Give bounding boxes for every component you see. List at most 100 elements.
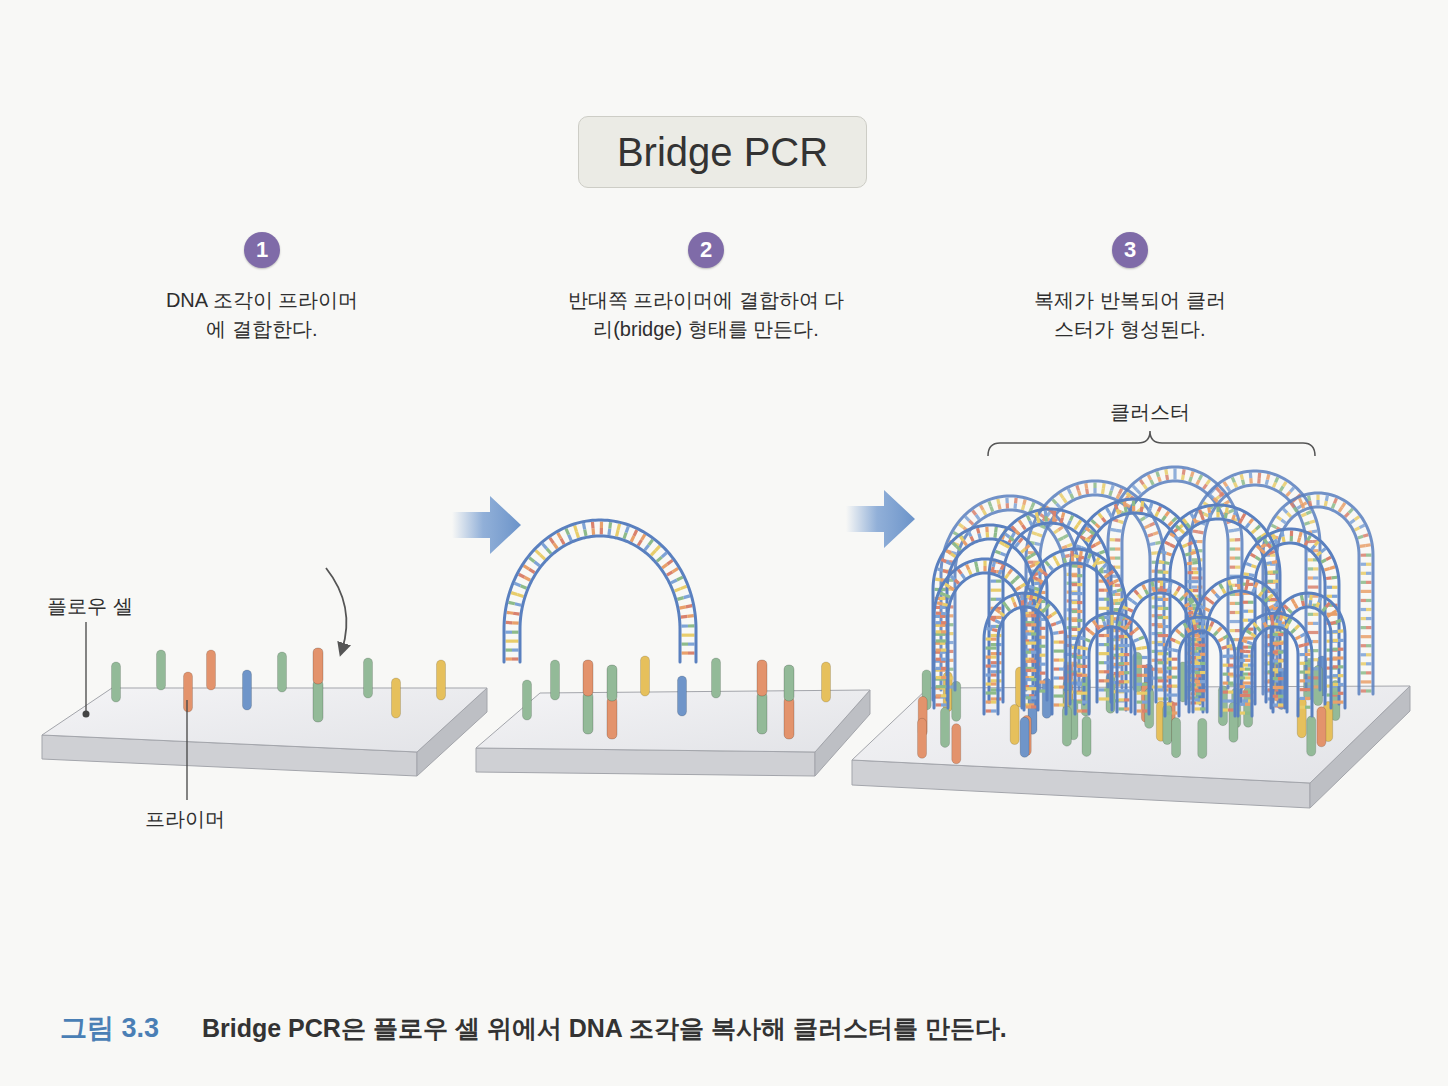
base-pair: [1300, 532, 1301, 537]
base-pair: [1104, 679, 1110, 682]
base-pair: [936, 621, 942, 624]
base-pair: [1255, 557, 1260, 560]
base-pair: [1021, 584, 1026, 587]
base-pair: [1031, 651, 1037, 654]
base-pair: [1119, 672, 1125, 675]
base-pair: [1077, 583, 1083, 586]
base-pair: [1119, 663, 1125, 666]
base-pair: [1077, 610, 1083, 613]
base-pair: [618, 524, 620, 530]
base-pair: [1200, 653, 1206, 656]
base-pair: [1332, 675, 1338, 678]
base-pair: [991, 697, 997, 700]
base-pair: [996, 570, 1001, 574]
base-pair: [998, 499, 999, 504]
base-pair: [1196, 683, 1202, 686]
base-pair: [554, 543, 558, 548]
base-pair: [1257, 478, 1261, 483]
base-pair: [1157, 641, 1163, 644]
base-pair: [1151, 551, 1156, 555]
dna-ladder: [1165, 617, 1235, 716]
base-pair: [1180, 529, 1184, 533]
base-pair: [1119, 690, 1125, 693]
base-pair: [1031, 641, 1037, 644]
base-pair: [1163, 598, 1169, 601]
base-pair: [1195, 689, 1201, 692]
base-pair: [1142, 709, 1148, 712]
base-pair: [1366, 617, 1372, 620]
base-pair: [524, 566, 529, 570]
base-pair: [1205, 597, 1209, 600]
base-pair: [1332, 576, 1337, 580]
base-pair: [1013, 503, 1017, 508]
dna-backbone: [1285, 607, 1331, 708]
base-pair: [1079, 551, 1083, 556]
base-pair: [1156, 512, 1158, 517]
base-pair: [1246, 585, 1247, 590]
base-pair: [1278, 659, 1284, 662]
base-pair: [529, 569, 534, 573]
base-pair: [1269, 606, 1274, 609]
base-pair: [1270, 615, 1274, 620]
base-pair: [1168, 587, 1170, 592]
base-pair: [1349, 509, 1353, 513]
base-pair: [1157, 632, 1163, 635]
base-pair: [1014, 602, 1016, 607]
base-pair: [1115, 504, 1117, 509]
base-pair: [1170, 545, 1175, 547]
base-pair: [1366, 635, 1372, 638]
base-pair: [992, 630, 997, 631]
base-pair: [1115, 602, 1121, 605]
base-pair: [1258, 473, 1262, 478]
base-pair: [991, 646, 997, 649]
base-pair: [1093, 488, 1096, 494]
base-pair: [1140, 501, 1144, 506]
base-pair: [1366, 554, 1371, 557]
base-pair: [1109, 582, 1114, 584]
base-pair: [1262, 617, 1264, 622]
base-pair: [942, 604, 947, 605]
base-pair: [1077, 690, 1083, 693]
base-pair: [1182, 545, 1187, 547]
base-pair: [1273, 642, 1279, 645]
base-pair: [1124, 698, 1130, 701]
base-pair: [657, 557, 662, 561]
base-pair: [1077, 664, 1083, 667]
base-pair: [1243, 572, 1248, 576]
base-pair: [1164, 469, 1168, 474]
base-pair: [1099, 643, 1105, 646]
base-pair: [941, 694, 947, 697]
base-pair: [1230, 629, 1236, 632]
base-pair: [1246, 564, 1251, 566]
base-pair: [1196, 647, 1202, 650]
base-pair: [1082, 709, 1088, 712]
base-pair: [1366, 581, 1372, 584]
base-pair: [1001, 565, 1003, 570]
base-pair: [1360, 525, 1365, 527]
base-pair: [1306, 511, 1311, 513]
base-pair: [1275, 539, 1277, 544]
base-pair: [961, 574, 964, 578]
base-pair: [1040, 680, 1046, 683]
base-pair: [1266, 561, 1271, 565]
base-pair: [1234, 510, 1236, 515]
base-pair: [1245, 676, 1251, 679]
base-pair: [1029, 586, 1034, 588]
cluster-bracket: [988, 431, 1315, 456]
base-pair: [662, 553, 667, 557]
base-pair: [1333, 683, 1339, 686]
base-pair: [1158, 607, 1164, 610]
base-pair: [1230, 557, 1236, 560]
base-pair: [1237, 584, 1240, 589]
base-pair: [986, 709, 992, 712]
base-pair: [1054, 676, 1060, 679]
base-pair: [1022, 505, 1023, 510]
base-pair: [1093, 483, 1096, 489]
base-pair: [1137, 692, 1143, 695]
base-pair: [1273, 703, 1279, 706]
base-pair: [1273, 686, 1279, 689]
base-pair: [1072, 582, 1078, 585]
base-pair: [1077, 592, 1083, 595]
base-pair: [1110, 547, 1116, 550]
base-pair: [1091, 520, 1095, 524]
